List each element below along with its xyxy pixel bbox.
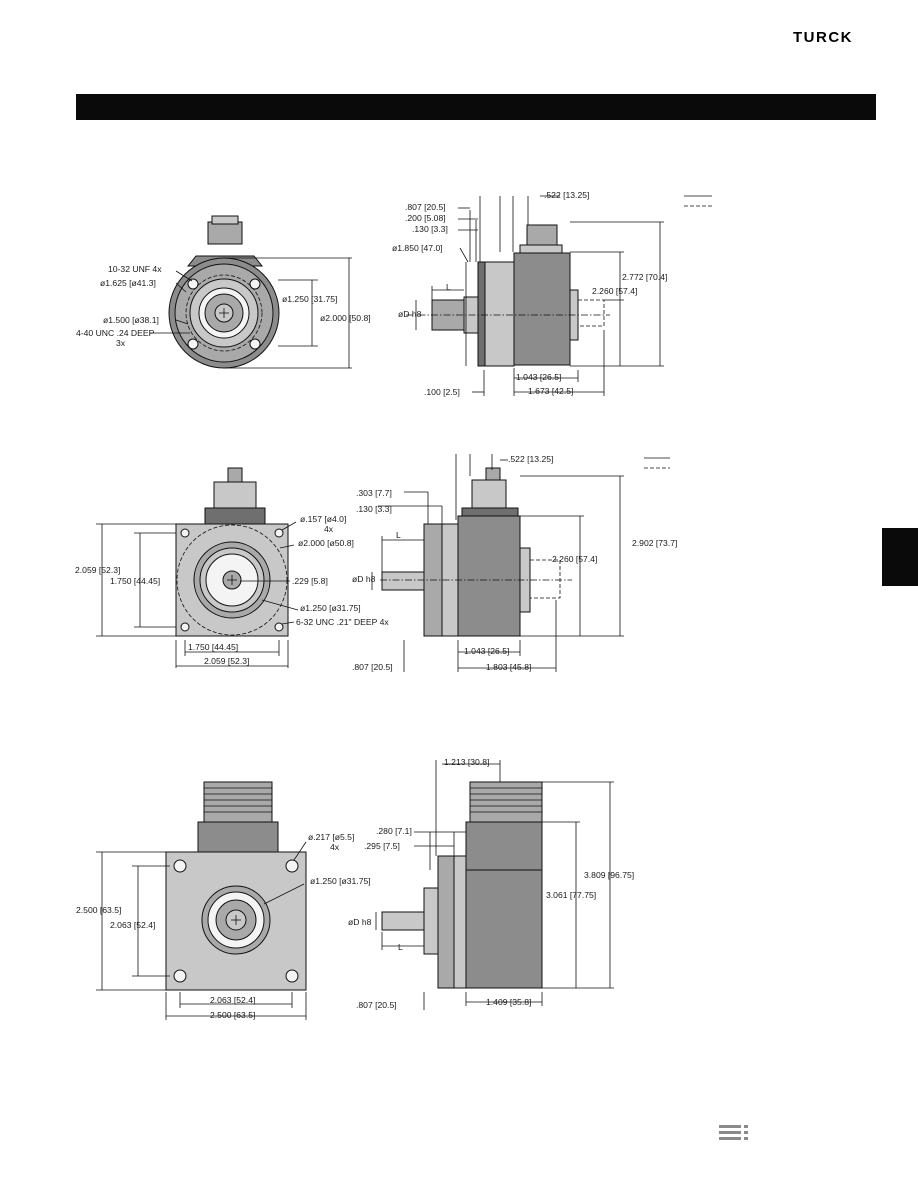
s2-side-view — [371, 454, 670, 672]
s2-d2059h: 2.059 [52.3] — [204, 656, 249, 666]
s3-front-view — [96, 781, 307, 1020]
s3-d807: .807 [20.5] — [356, 1000, 397, 1010]
brand-logo: TURCK — [793, 30, 853, 44]
s1-d1673: 1.673 [42.5] — [528, 386, 573, 396]
s2-d807: .807 [20.5] — [352, 662, 393, 672]
s1-holes-label: 4-40 UNC .24 DEEP — [76, 328, 155, 338]
s3-hole: ø.217 [ø5.5] — [308, 832, 354, 842]
s1-side-view — [406, 195, 712, 396]
s1-d1043: 1.043 [26.5] — [516, 372, 561, 382]
s1-d100: .100 [2.5] — [424, 387, 460, 397]
s2-d522: .522 [13.25] — [508, 454, 553, 464]
s3-d2500h: 2.500 [63.5] — [210, 1010, 255, 1020]
s3-d1409: 1.409 [35.8] — [486, 997, 531, 1007]
s2-L: L — [396, 530, 401, 540]
s2-front-view — [96, 467, 299, 668]
s3-d3061: 3.061 [77.75] — [546, 890, 596, 900]
s1-d1850: ø1.850 [47.0] — [392, 243, 443, 253]
s3-d1213: 1.213 [30.8] — [444, 757, 489, 767]
s2-tap: 6-32 UNC .21" DEEP 4x — [296, 617, 389, 627]
s3-hub: ø1.250 [ø31.75] — [310, 876, 371, 886]
s3-side-view — [375, 760, 614, 1010]
s1-d130: .130 [3.3] — [412, 224, 448, 234]
s3-L: L — [398, 942, 403, 952]
s2-shaft: øD h8 — [352, 574, 376, 584]
s3-d280: .280 [7.1] — [376, 826, 412, 836]
s1-tap-label: 10-32 UNF 4x — [108, 264, 162, 274]
s1-holes-qty: 3x — [116, 338, 126, 348]
s1-shaft: øD h8 — [398, 309, 422, 319]
s2-hub: ø1.250 [ø31.75] — [300, 603, 361, 613]
s3-d295: .295 [7.5] — [364, 841, 400, 851]
s2-d1750h: 1.750 [44.45] — [188, 642, 238, 652]
s2-d2059v: 2.059 [52.3] — [75, 565, 120, 575]
s3-d3809: 3.809 [96.75] — [584, 870, 634, 880]
s1-d2772: 2.772 [70.4] — [622, 272, 667, 282]
s3-d2063v: 2.063 [52.4] — [110, 920, 155, 930]
s2-d2902: 2.902 [73.7] — [632, 538, 677, 548]
s1-L: L — [446, 282, 451, 292]
s3-d2063h: 2.063 [52.4] — [210, 995, 255, 1005]
s1-d522: .522 [13.25] — [544, 190, 589, 200]
s2-d1043: 1.043 [26.5] — [464, 646, 509, 656]
s2-d303: .303 [7.7] — [356, 488, 392, 498]
s2-hole-qty: 4x — [324, 524, 334, 534]
s1-d2260: 2.260 [57.4] — [592, 286, 637, 296]
s2-d1750v: 1.750 [44.45] — [110, 576, 160, 586]
s1-pilot-label: ø1.500 [ø38.1] — [103, 315, 159, 325]
chapter-tab — [882, 528, 918, 586]
s3-d2500v: 2.500 [63.5] — [76, 905, 121, 915]
brand-name: TURCK — [793, 30, 853, 44]
s2-hole: ø.157 [ø4.0] — [300, 514, 346, 524]
s2-d2260: 2.260 [57.4] — [552, 554, 597, 564]
s3-shaft: øD h8 — [348, 917, 372, 927]
s2-d229: .229 [5.8] — [292, 576, 328, 586]
s2-d1803: 1.803 [45.8] — [486, 662, 531, 672]
s2-bc: ø2.000 [ø50.8] — [298, 538, 354, 548]
s1-outer-label: ø2.000 [50.8] — [320, 313, 371, 323]
section-header-bar — [76, 94, 876, 120]
s3-hole-qty: 4x — [330, 842, 340, 852]
s1-d200: .200 [5.08] — [405, 213, 446, 223]
s1-hub-label: ø1.250 [31.75] — [282, 294, 337, 304]
s2-d130: .130 [3.3] — [356, 504, 392, 514]
s1-d807: .807 [20.5] — [405, 202, 446, 212]
s1-bc1-label: ø1.625 [ø41.3] — [100, 278, 156, 288]
s1-front-view — [150, 215, 352, 369]
document-list-icon — [719, 1125, 748, 1140]
